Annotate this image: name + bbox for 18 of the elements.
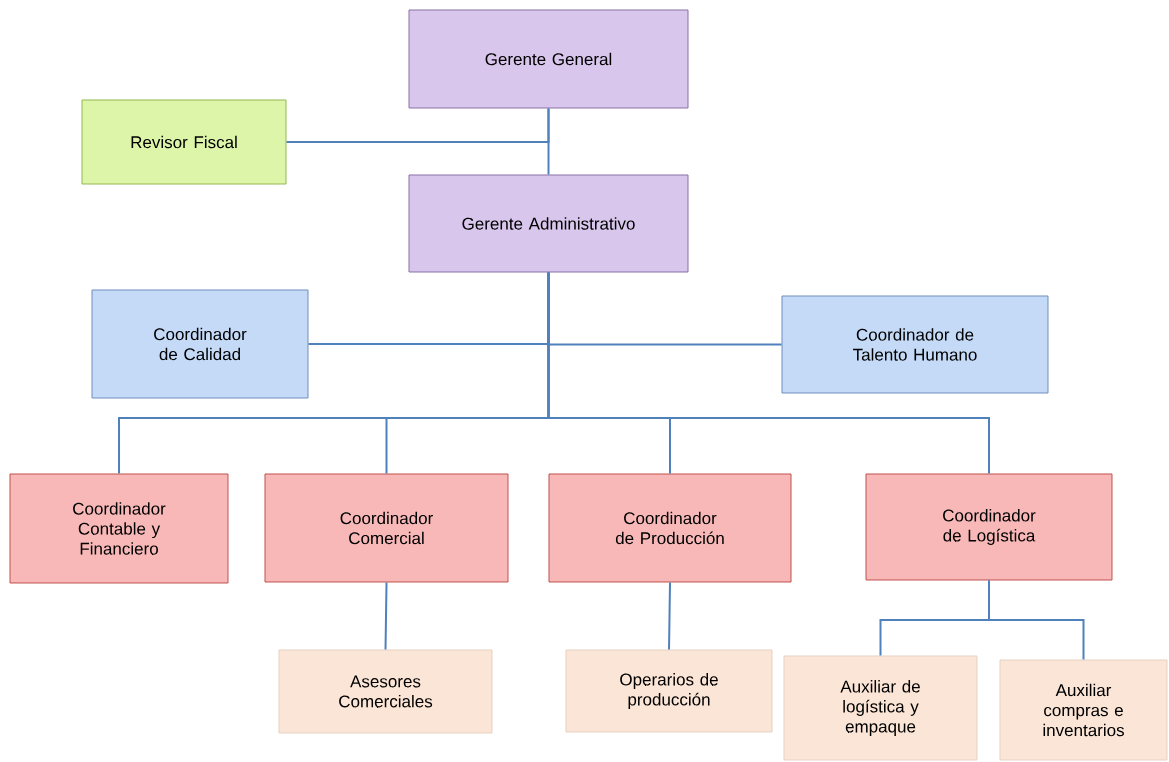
manager-box: Gerente Administrativo xyxy=(408,174,689,273)
auditor-box: Revisor Fiscal xyxy=(81,99,287,185)
staff-box: Asesores Comerciales xyxy=(278,649,493,734)
coordinator-box: Coordinador de Talento Humano xyxy=(781,295,1049,394)
manager-box: Gerente General xyxy=(408,9,689,109)
connector-line xyxy=(988,579,1085,661)
coordinator-box: Coordinador Contable y Financiero xyxy=(9,473,229,584)
staff-box: Operarios de producción xyxy=(565,649,773,733)
connector-line xyxy=(668,581,671,651)
connector-line xyxy=(384,581,388,651)
connector-line xyxy=(547,271,990,475)
coordinator-box: Coordinador de Logística xyxy=(865,473,1113,581)
staff-box: Auxiliar de logística y empaque xyxy=(783,655,978,761)
coordinator-box: Coordinador de Producción xyxy=(548,473,792,583)
staff-box: Auxiliar compras e inventarios xyxy=(999,659,1168,761)
connector-line xyxy=(285,107,550,143)
coordinator-box: Coordinador de Calidad xyxy=(91,289,309,399)
coordinator-box: Coordinador Comercial xyxy=(264,473,509,583)
